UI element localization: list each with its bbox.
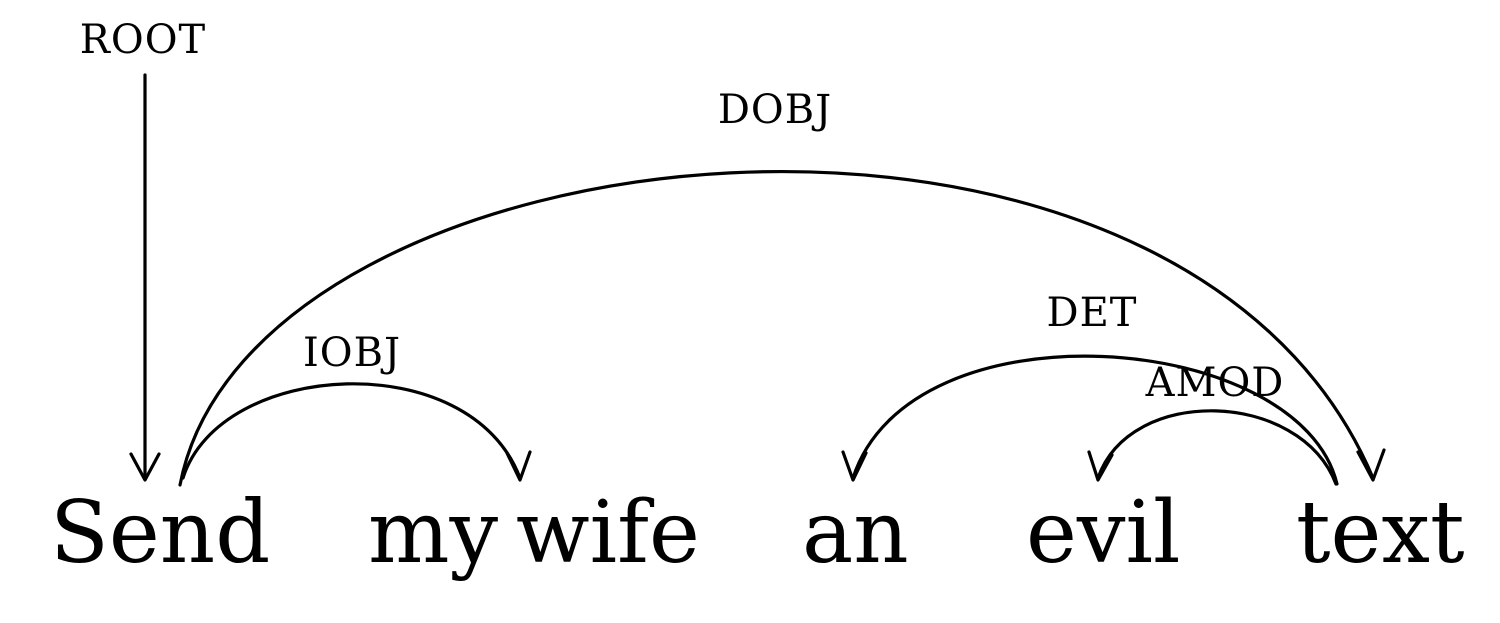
relation-label-root: ROOT bbox=[80, 17, 206, 63]
relation-label-det: DET bbox=[1047, 290, 1138, 336]
word-an: an bbox=[802, 483, 909, 583]
relation-arc-dobj bbox=[178, 169, 1386, 487]
relation-label-dobj: DOBJ bbox=[718, 87, 832, 133]
word-my: my bbox=[368, 483, 499, 583]
word-text: text bbox=[1296, 483, 1465, 583]
relation-arc-amod bbox=[1087, 409, 1338, 486]
word-send: Send bbox=[50, 483, 270, 583]
word-wife: wife bbox=[516, 483, 700, 583]
relation-label-amod: AMOD bbox=[1145, 360, 1285, 406]
relation-arc-det bbox=[841, 354, 1339, 486]
relation-label-iobj: IOBJ bbox=[303, 330, 401, 376]
relation-arrow-root bbox=[129, 73, 161, 482]
relation-arc-iobj bbox=[181, 382, 532, 482]
word-evil: evil bbox=[1026, 483, 1181, 583]
